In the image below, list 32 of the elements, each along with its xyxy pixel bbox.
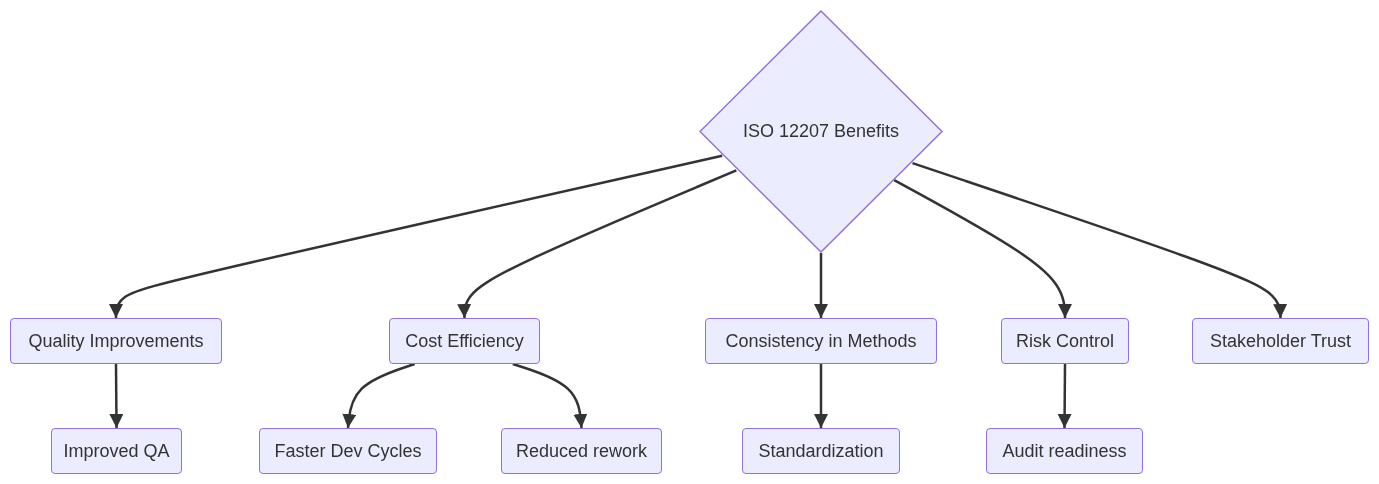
node-label: Consistency in Methods [725,330,917,352]
node-label: Quality Improvements [28,330,204,352]
node-label: Faster Dev Cycles [274,440,422,462]
node-label: Stakeholder Trust [1209,330,1352,352]
process-box [1192,318,1369,364]
process-box [259,428,437,474]
process-box [1001,318,1129,364]
arrow [912,161,1288,319]
arrow [109,364,124,428]
arrow [893,179,1072,318]
process-box [10,318,222,364]
node-label: Risk Control [1016,330,1114,352]
decision-diamond [699,10,943,253]
arrow [814,364,828,428]
node-label: Reduced rework [515,440,648,462]
arrow [814,253,828,318]
node-label: Standardization [758,440,884,462]
arrow [342,362,416,429]
node-label: Improved QA [63,440,170,462]
node-label: Audit readiness [1002,440,1127,462]
process-box [389,318,540,364]
process-box [501,428,662,474]
node-label: Cost Efficiency [405,330,524,352]
arrow [109,154,723,319]
node-label: ISO 12207 Benefits [742,121,900,142]
arrow [1057,364,1072,428]
arrow [457,169,737,319]
process-box [705,318,937,364]
process-box [742,428,900,474]
process-box [986,428,1143,474]
process-box [51,428,182,474]
arrow [512,362,588,429]
